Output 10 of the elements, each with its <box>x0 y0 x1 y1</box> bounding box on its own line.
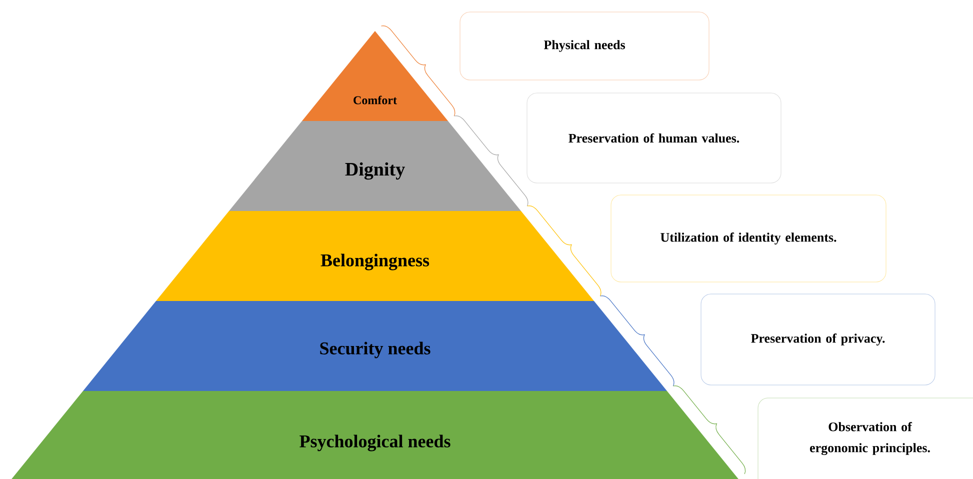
text-box: Physical needs <box>460 12 710 80</box>
text-box: Observation of ergonomic principles. <box>758 398 973 479</box>
text-box: Utilization of identity elements. <box>610 194 886 282</box>
text-box: Preservation of human values. <box>526 92 782 184</box>
pyramid-layer: Belongingness <box>156 211 594 301</box>
pyramid-layer: Dignity <box>229 121 521 211</box>
pyramid-layer: Security needs <box>83 301 667 391</box>
pyramid-layer: Comfort <box>302 31 448 121</box>
text-box: Preservation of privacy. <box>700 294 936 386</box>
pyramid-layer: Psychological needs <box>12 391 738 479</box>
